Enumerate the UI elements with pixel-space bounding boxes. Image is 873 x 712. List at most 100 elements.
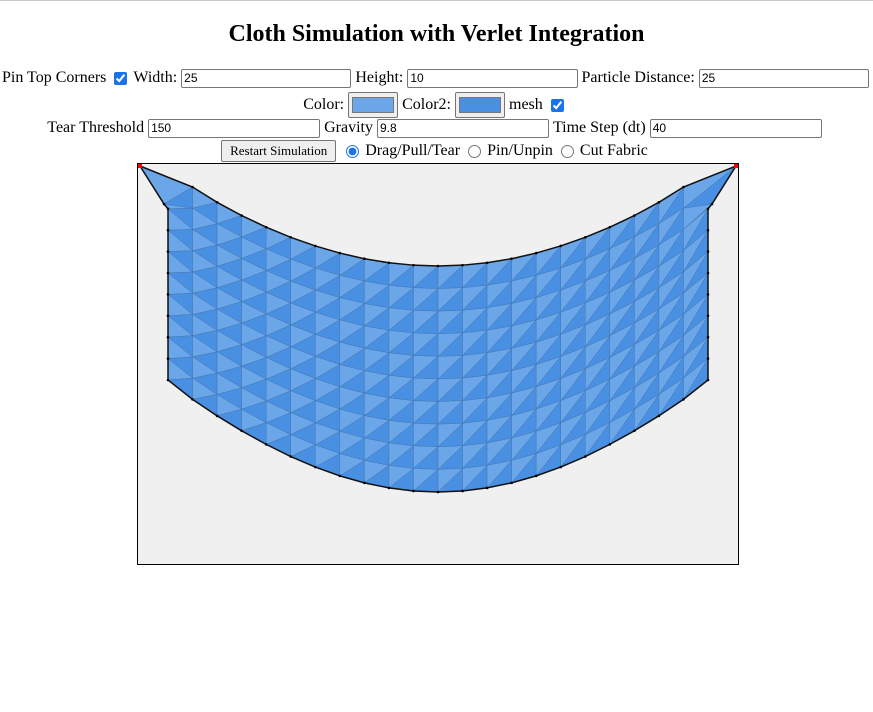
particle[interactable]: [313, 465, 317, 469]
particle[interactable]: [534, 474, 538, 478]
page-title: Cloth Simulation with Verlet Integration: [228, 21, 645, 47]
mode-drag-radio[interactable]: [346, 144, 360, 158]
color-swatch: [352, 97, 395, 113]
particle[interactable]: [191, 185, 194, 189]
particle[interactable]: [387, 486, 391, 490]
particle[interactable]: [363, 257, 366, 261]
color-picker[interactable]: [348, 92, 399, 118]
particle[interactable]: [682, 185, 685, 189]
mesh-checkbox[interactable]: [550, 98, 564, 112]
particle[interactable]: [534, 251, 538, 255]
particle[interactable]: [583, 235, 587, 239]
particle[interactable]: [583, 455, 587, 458]
controls-row-1: Pin Top Corners Width: Height: Particle …: [0, 68, 873, 88]
particle[interactable]: [412, 489, 415, 493]
particle[interactable]: [166, 314, 170, 318]
particle[interactable]: [706, 271, 710, 275]
gravity-input[interactable]: [376, 118, 549, 138]
time-step-input[interactable]: [649, 118, 822, 138]
cloth-triangles: [139, 165, 737, 493]
particle[interactable]: [706, 207, 710, 211]
particle[interactable]: [706, 357, 710, 360]
time-step-label: Time Step (dt): [552, 119, 646, 136]
particle[interactable]: [706, 335, 710, 339]
top-divider: [0, 0, 873, 1]
particle[interactable]: [338, 251, 342, 255]
particle[interactable]: [240, 429, 243, 433]
particle[interactable]: [264, 443, 268, 446]
particle[interactable]: [215, 414, 219, 418]
particle[interactable]: [162, 202, 166, 206]
particle[interactable]: [510, 481, 513, 485]
simulation-canvas[interactable]: [137, 163, 739, 565]
mode-cut-radio[interactable]: [560, 144, 574, 158]
particle[interactable]: [657, 414, 661, 418]
particle[interactable]: [485, 261, 489, 265]
pin-marker[interactable]: [734, 164, 738, 168]
color2-swatch: [459, 97, 501, 113]
particle[interactable]: [215, 200, 219, 204]
particle[interactable]: [363, 481, 366, 485]
particle[interactable]: [657, 200, 661, 204]
particle-distance-input[interactable]: [698, 68, 869, 88]
particle[interactable]: [510, 257, 513, 261]
particle[interactable]: [706, 228, 710, 232]
gravity-label: Gravity: [324, 119, 373, 136]
particle[interactable]: [608, 225, 612, 229]
particle[interactable]: [559, 244, 563, 248]
particle[interactable]: [264, 225, 268, 229]
mode-cut-label: Cut Fabric: [579, 142, 648, 159]
particle[interactable]: [166, 378, 170, 382]
mode-drag-label: Drag/Pull/Tear: [365, 142, 461, 159]
particle[interactable]: [289, 235, 293, 239]
particle[interactable]: [412, 263, 415, 267]
particle[interactable]: [706, 293, 710, 296]
particle[interactable]: [706, 250, 710, 253]
color2-picker[interactable]: [455, 92, 505, 118]
color-label: Color:: [303, 96, 345, 113]
pin-marker[interactable]: [138, 164, 142, 168]
particle[interactable]: [706, 378, 710, 382]
particle[interactable]: [461, 489, 464, 493]
particle[interactable]: [485, 486, 489, 490]
particle[interactable]: [436, 490, 440, 494]
height-label: Height:: [355, 69, 404, 86]
mesh-label: mesh: [509, 96, 543, 113]
particle[interactable]: [313, 244, 317, 248]
particle[interactable]: [289, 455, 293, 458]
particle[interactable]: [166, 293, 170, 296]
particle[interactable]: [166, 271, 170, 275]
color2-label: Color2:: [402, 96, 451, 113]
tear-threshold-input[interactable]: [148, 118, 321, 138]
particle[interactable]: [191, 398, 194, 401]
controls-row-4: Restart Simulation Drag/Pull/Tear Pin/Un…: [0, 140, 873, 162]
particle[interactable]: [166, 207, 170, 211]
pin-top-corners-label: Pin Top Corners: [2, 69, 107, 86]
particle[interactable]: [166, 228, 170, 232]
particle[interactable]: [461, 263, 464, 267]
particle[interactable]: [706, 314, 710, 318]
particle[interactable]: [682, 398, 685, 401]
width-label: Width:: [133, 69, 178, 86]
height-input[interactable]: [407, 68, 578, 88]
width-input[interactable]: [181, 68, 352, 88]
particle[interactable]: [559, 465, 563, 469]
mode-pin-radio[interactable]: [468, 144, 482, 158]
cloth-mesh[interactable]: [138, 164, 738, 564]
particle[interactable]: [710, 202, 714, 206]
mode-pin-label: Pin/Unpin: [487, 142, 553, 159]
particle-distance-label: Particle Distance:: [581, 69, 695, 86]
particle[interactable]: [166, 250, 170, 253]
particle[interactable]: [166, 335, 170, 339]
particle[interactable]: [338, 474, 342, 478]
particle[interactable]: [633, 429, 636, 433]
particle[interactable]: [608, 443, 612, 446]
particle[interactable]: [436, 264, 440, 268]
particle[interactable]: [166, 357, 170, 360]
particle[interactable]: [633, 214, 636, 217]
particle[interactable]: [240, 214, 243, 217]
tear-threshold-label: Tear Threshold: [47, 119, 145, 136]
particle[interactable]: [387, 261, 391, 265]
restart-simulation-button[interactable]: Restart Simulation: [221, 140, 337, 162]
pin-top-corners-checkbox[interactable]: [114, 71, 128, 85]
